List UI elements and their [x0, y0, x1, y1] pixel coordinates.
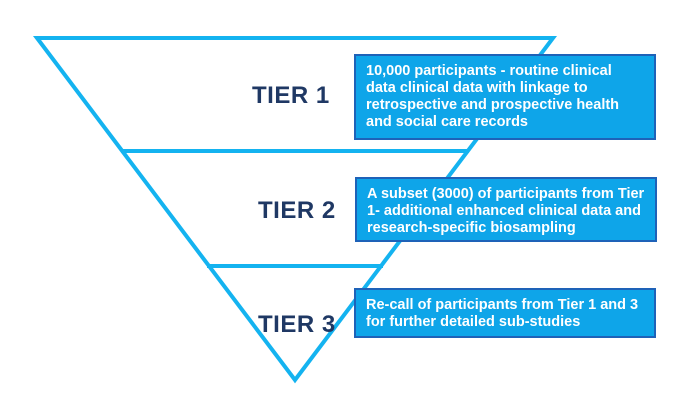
tier-3-description: Re-call of participants from Tier 1 and … [366, 297, 639, 330]
tier-3-description-box: Re-call of participants from Tier 1 and … [354, 288, 656, 338]
tier-2-description: A subset (3000) of participants from Tie… [367, 186, 645, 236]
tier-1-description-box: 10,000 participants - routine clinical d… [354, 54, 656, 140]
tier-2-label: TIER 2 [258, 197, 336, 224]
tier-2-description-box: A subset (3000) of participants from Tie… [355, 177, 657, 242]
tier-1-description: 10,000 participants - routine clinical d… [366, 63, 620, 130]
tier-1-label: TIER 1 [252, 82, 330, 109]
tier-3-label: TIER 3 [258, 311, 336, 338]
